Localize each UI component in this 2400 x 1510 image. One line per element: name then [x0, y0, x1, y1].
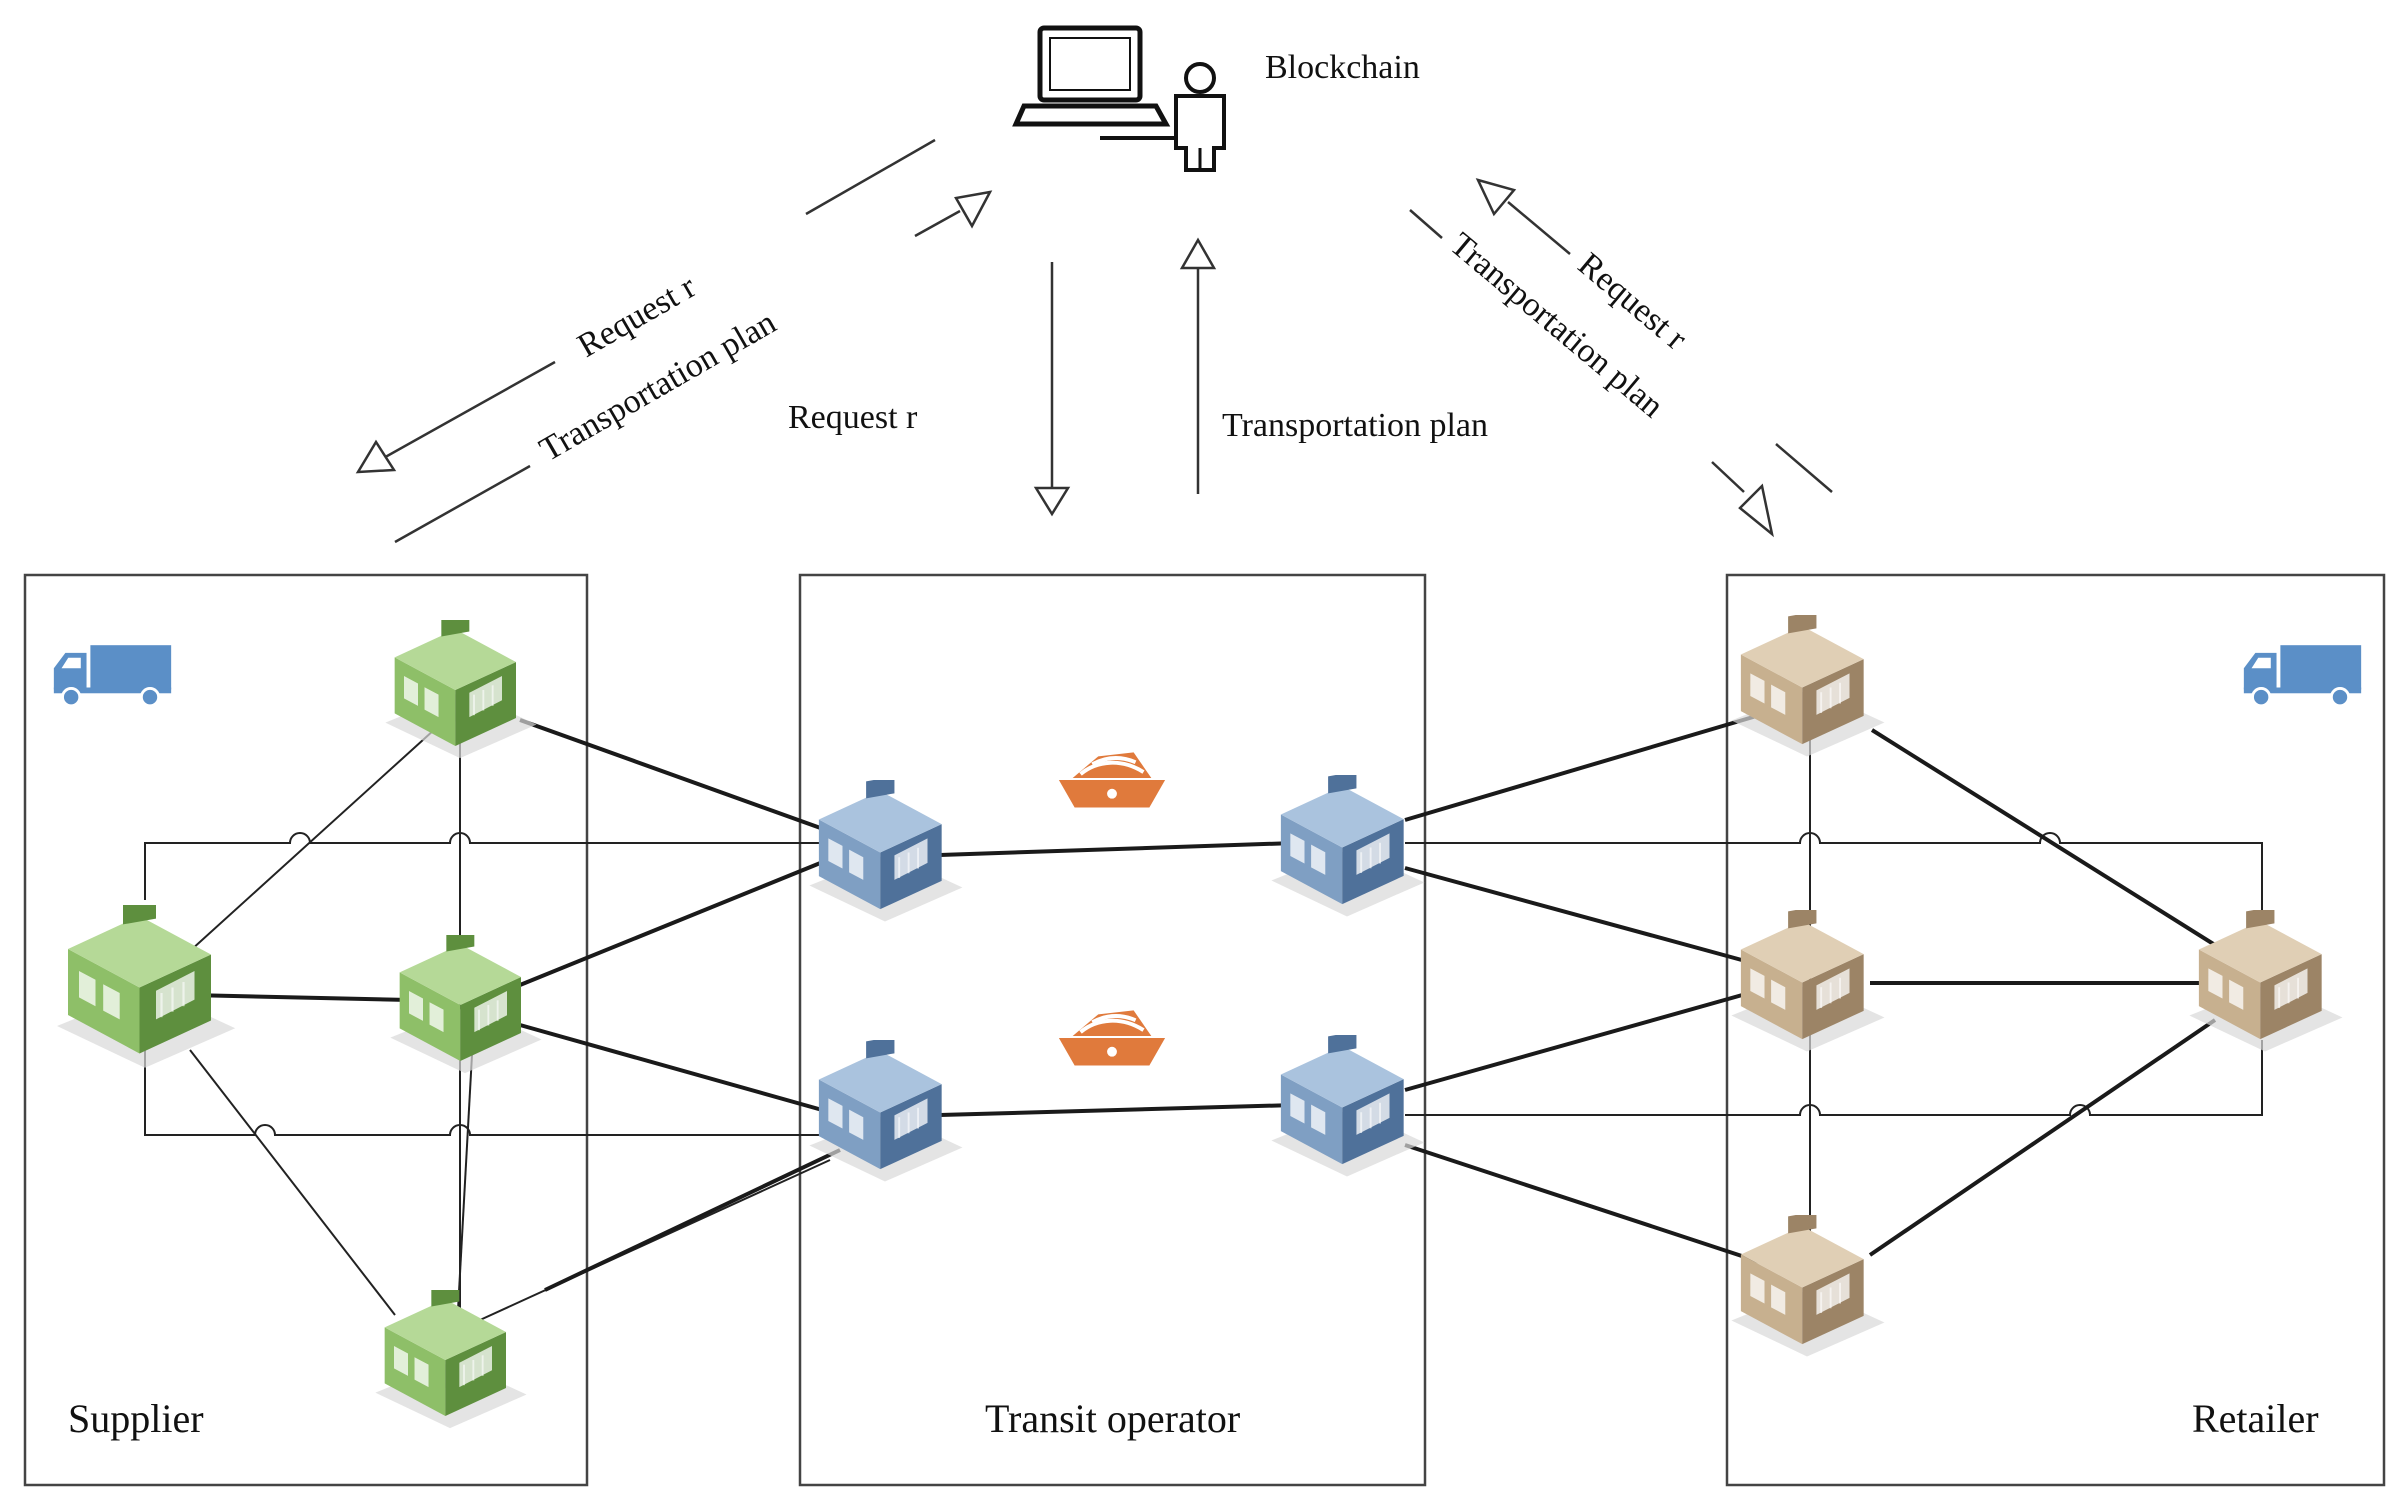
- network-links: [144, 700, 2263, 1325]
- transit-box: [798, 573, 1427, 1487]
- ship-icon: [1056, 1008, 1168, 1068]
- tan-store-icon: [1730, 615, 1886, 758]
- center-request-arrow: [1033, 262, 1071, 517]
- tan-store-icon: [1730, 910, 1886, 1053]
- right-request-arrow: [1475, 178, 1833, 493]
- truck-icon: [52, 643, 173, 708]
- center-request-label: Request r: [788, 399, 918, 436]
- left-request-arrow: [355, 138, 936, 474]
- ship-icon: [1056, 750, 1168, 810]
- green-warehouse-icon: [374, 1290, 528, 1430]
- truck-icon: [2242, 643, 2363, 708]
- green-warehouse-icon: [55, 905, 237, 1069]
- left-plan-label: Transportation plan: [534, 304, 783, 469]
- green-warehouse-icon: [384, 620, 538, 760]
- supplier-box: [23, 573, 589, 1487]
- left-plan-arrow: [394, 190, 993, 544]
- supplier-sites: [55, 620, 543, 1430]
- center-plan-arrow: [1179, 237, 1217, 494]
- retailer-label: Retailer: [2192, 1396, 2319, 1441]
- retailer-box: [1725, 573, 2386, 1487]
- blockchain-title: Blockchain: [1265, 49, 1420, 86]
- transit-label: Transit operator: [985, 1396, 1240, 1441]
- blue-port-building-icon: [1270, 1035, 1426, 1178]
- supplier-label: Supplier: [68, 1396, 204, 1441]
- tan-store-icon: [1730, 1215, 1886, 1358]
- blue-port-building-icon: [1270, 775, 1426, 918]
- transit-sites: [808, 775, 1426, 1183]
- green-warehouse-icon: [389, 935, 543, 1075]
- center-plan-label: Transportation plan: [1222, 407, 1488, 444]
- blue-port-building-icon: [808, 1040, 964, 1183]
- blue-port-building-icon: [808, 780, 964, 923]
- tan-store-icon: [2188, 910, 2344, 1053]
- computer-user-icon: [1012, 25, 1226, 172]
- right-plan-arrow: [1409, 209, 1774, 538]
